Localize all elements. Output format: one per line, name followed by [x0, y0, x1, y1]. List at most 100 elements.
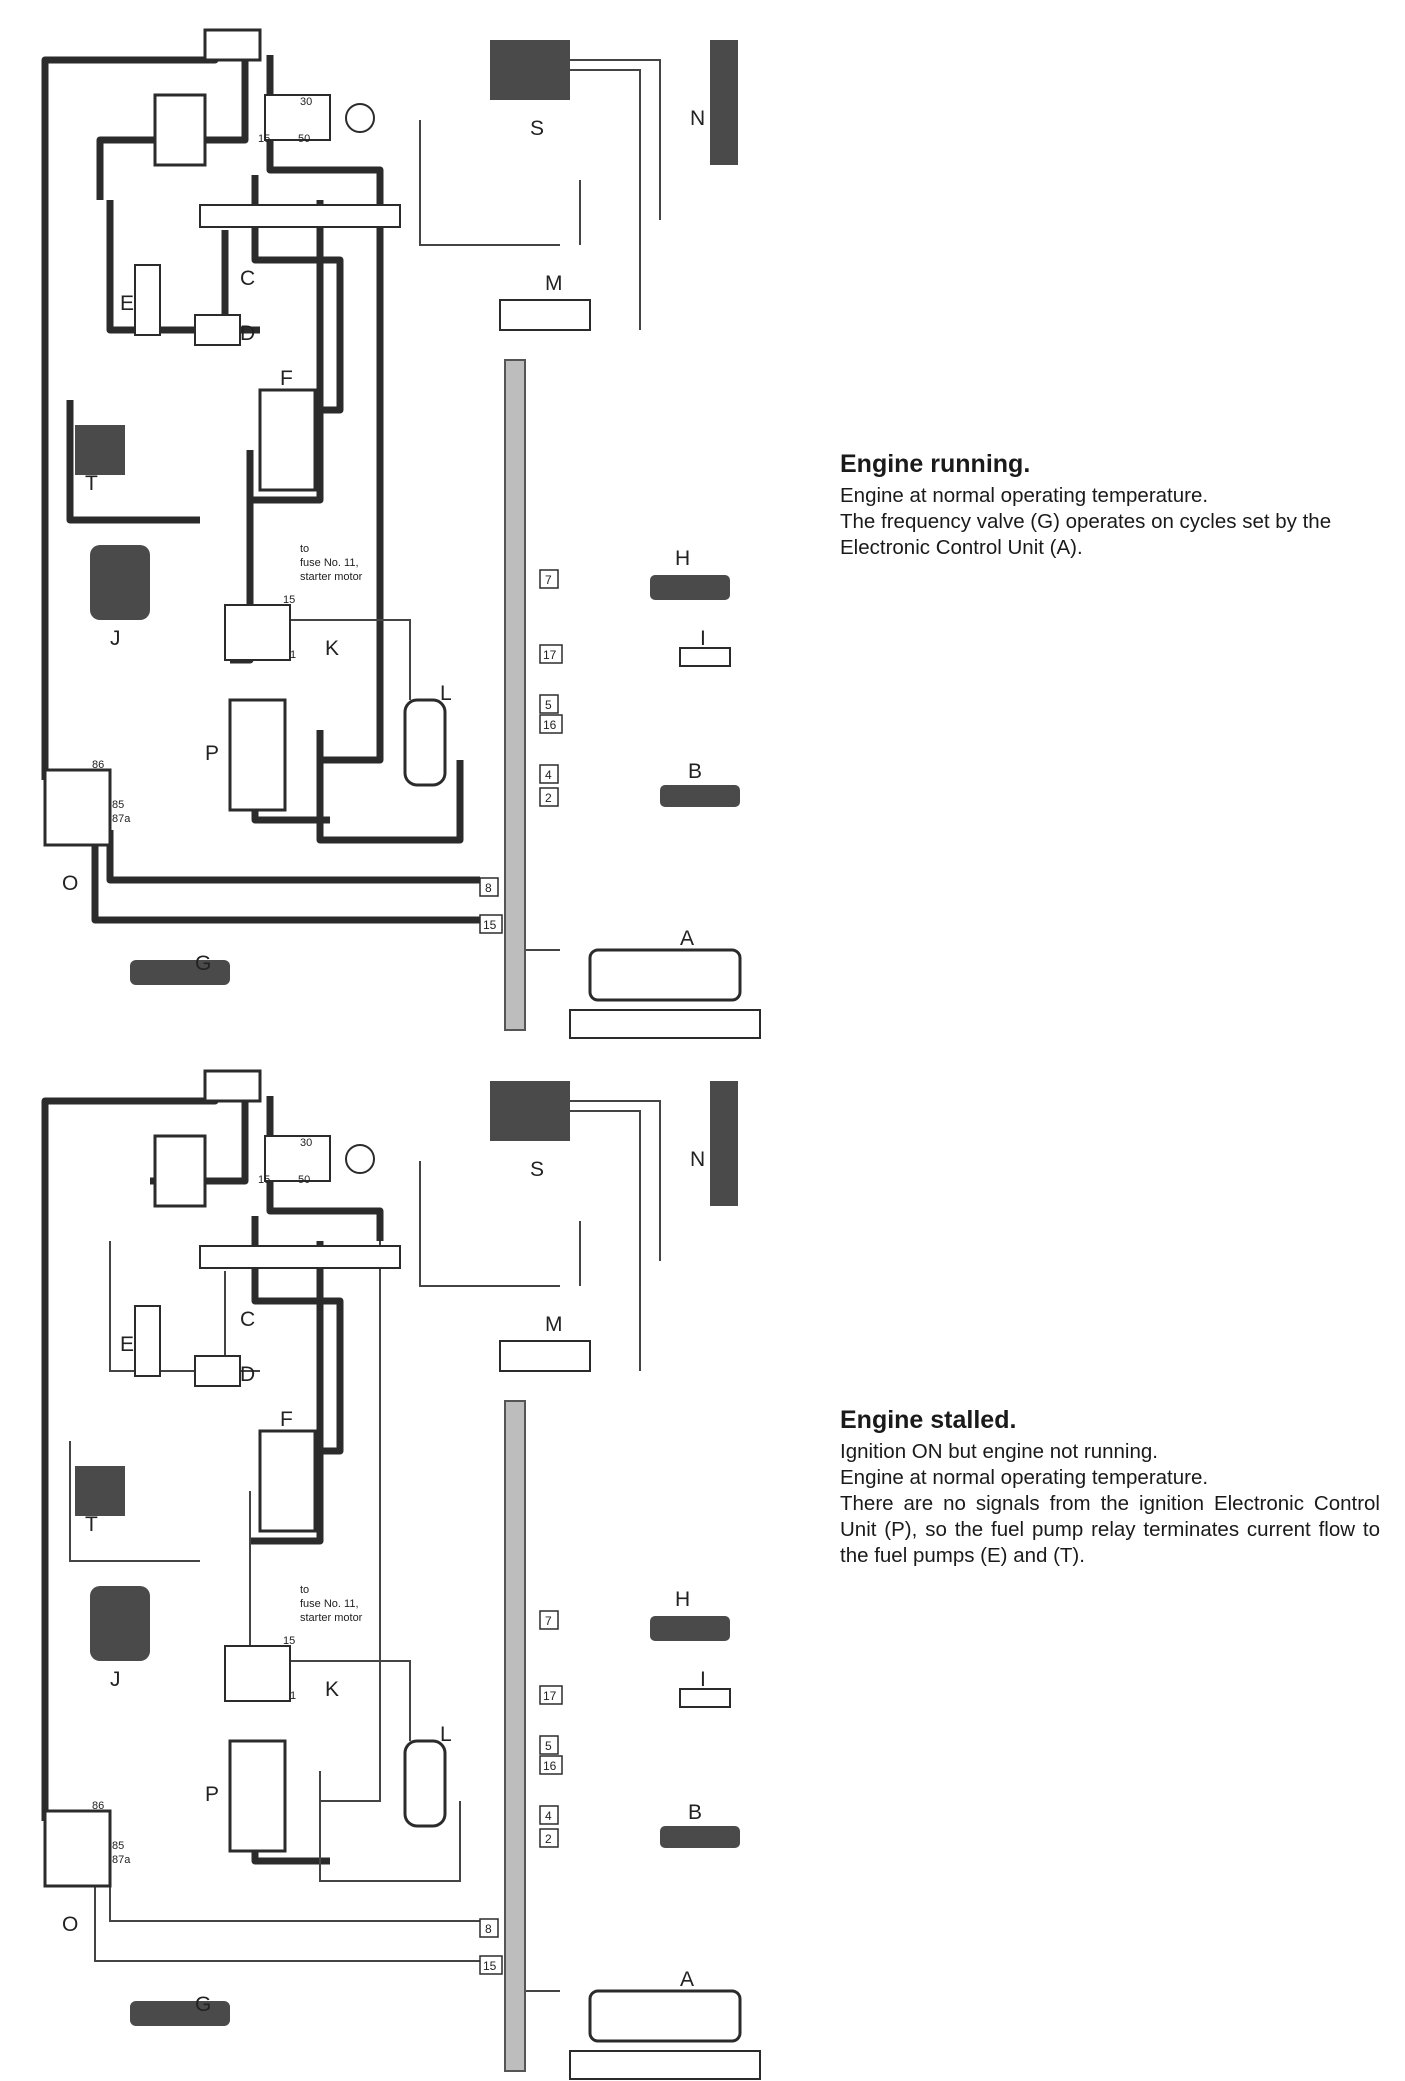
terminal-numbers: 30 15 50 86 85 87a 15 1 to fuse No. 11, …: [92, 1137, 363, 1866]
label-p: P: [205, 742, 219, 765]
label-n: N: [690, 1148, 705, 1171]
label-t: T: [85, 1513, 98, 1536]
component-s: [490, 40, 570, 100]
terminal-85: 85: [112, 1840, 124, 1852]
label-o: O: [62, 1913, 78, 1936]
components: [43, 28, 761, 1039]
label-k: K: [325, 637, 339, 660]
terminal-86: 86: [92, 1800, 104, 1812]
annotation-line-1: to: [300, 1584, 309, 1596]
pin-8: 8: [485, 1922, 492, 1936]
component-a-ecu: [588, 1989, 742, 2043]
ignition-key: [345, 1144, 375, 1174]
component-l-distributor: [403, 1739, 447, 1828]
component-labels: S N M C E D F T J K L P O G H I B A: [62, 1148, 706, 2016]
component-e-fuel-pump: [134, 264, 161, 336]
label-l: L: [440, 1723, 452, 1746]
label-k: K: [325, 1678, 339, 1701]
label-b: B: [688, 760, 702, 783]
label-o: O: [62, 872, 78, 895]
component-d: [194, 1355, 241, 1387]
pin-17: 17: [543, 1689, 557, 1703]
component-b-sensor: [660, 1826, 740, 1848]
terminal-15: 15: [258, 133, 270, 145]
label-e: E: [120, 1333, 134, 1356]
fuse-holder: [203, 28, 262, 62]
label-c: C: [240, 1308, 255, 1331]
label-d: D: [240, 322, 255, 345]
pin-7: 7: [545, 573, 552, 587]
component-i: [679, 647, 731, 667]
ignition-switch: [264, 1135, 331, 1182]
component-s: [490, 1081, 570, 1141]
terminal-15: 15: [258, 1174, 270, 1186]
component-j: [90, 545, 150, 620]
pin-8: 8: [485, 881, 492, 895]
component-f-fuel-pump-relay: [258, 388, 317, 492]
annotation-line-3: starter motor: [300, 571, 363, 583]
pin-15: 15: [483, 918, 497, 932]
terminal-87a: 87a: [112, 1854, 131, 1866]
terminal-30: 30: [300, 1137, 312, 1149]
pin-16: 16: [543, 718, 557, 732]
label-g: G: [195, 1993, 211, 2016]
battery: [153, 1134, 207, 1208]
pin-2: 2: [545, 791, 552, 805]
label-s: S: [530, 1158, 544, 1181]
fuse-box: [199, 1245, 401, 1269]
component-o-relay: [43, 768, 112, 847]
terminal-50: 50: [298, 133, 310, 145]
terminal-numbers: 30 15 50 86 85 87a 15 1 to fuse No. 11, …: [92, 96, 363, 825]
component-d: [194, 314, 241, 346]
component-m: [499, 299, 591, 331]
component-e-fuel-pump: [134, 1305, 161, 1377]
label-s: S: [530, 117, 544, 140]
label-e: E: [120, 292, 134, 315]
component-p-ignition-ecu: [228, 1739, 287, 1853]
terminal-85: 85: [112, 799, 124, 811]
component-a-ecu: [588, 948, 742, 1002]
ignition-switch: [264, 94, 331, 141]
relay-k-terminal-1: 1: [290, 1690, 296, 1702]
caption-engine-stalled: Engine stalled. Ignition ON but engine n…: [840, 1406, 1380, 1569]
pin-16: 16: [543, 1759, 557, 1773]
component-i: [679, 1688, 731, 1708]
component-k: [224, 604, 291, 661]
label-n: N: [690, 107, 705, 130]
label-f: F: [280, 1408, 293, 1431]
component-p-ignition-ecu: [228, 698, 287, 812]
label-i: I: [700, 1668, 706, 1691]
pin-17: 17: [543, 648, 557, 662]
pin-15: 15: [483, 1959, 497, 1973]
label-m: M: [545, 272, 563, 295]
panel-engine-stalled: S N M C E D F T J K L P O G H I B A 30 1…: [0, 1041, 1405, 2081]
fuse-box: [199, 204, 401, 228]
connector-pins: 7 17 5 16 4 2 8 15: [479, 569, 563, 934]
label-h: H: [675, 547, 690, 570]
caption-title: Engine stalled.: [840, 1406, 1017, 1434]
component-h-sensor: [650, 1616, 730, 1641]
label-p: P: [205, 1783, 219, 1806]
caption-line: Engine at normal operating temperature.: [840, 484, 1209, 507]
annotation-line-2: fuse No. 11,: [300, 1598, 359, 1610]
component-o-relay: [43, 1809, 112, 1888]
terminal-30: 30: [300, 96, 312, 108]
label-j: J: [110, 627, 121, 650]
annotation-line-2: fuse No. 11,: [300, 557, 359, 569]
wires-signal: [285, 59, 661, 951]
label-a: A: [680, 1968, 694, 1991]
caption-line: The frequency valve (G) operates on cycl…: [840, 510, 1332, 559]
component-h-sensor: [650, 575, 730, 600]
label-m: M: [545, 1313, 563, 1336]
components: [43, 1069, 761, 2080]
pin-5: 5: [545, 698, 552, 712]
wiring-diagram-running: S N M C E D F T J K L P O G H I B A 30 1…: [41, 28, 761, 1039]
label-a: A: [680, 927, 694, 950]
relay-k-terminal-15: 15: [283, 1635, 295, 1647]
caption-line: Engine at normal operating temperature.: [840, 1466, 1209, 1489]
pin-4: 4: [545, 768, 552, 782]
relay-k-terminal-15: 15: [283, 594, 295, 606]
component-l-distributor: [403, 698, 447, 787]
terminal-87a: 87a: [112, 813, 131, 825]
pin-5: 5: [545, 1739, 552, 1753]
